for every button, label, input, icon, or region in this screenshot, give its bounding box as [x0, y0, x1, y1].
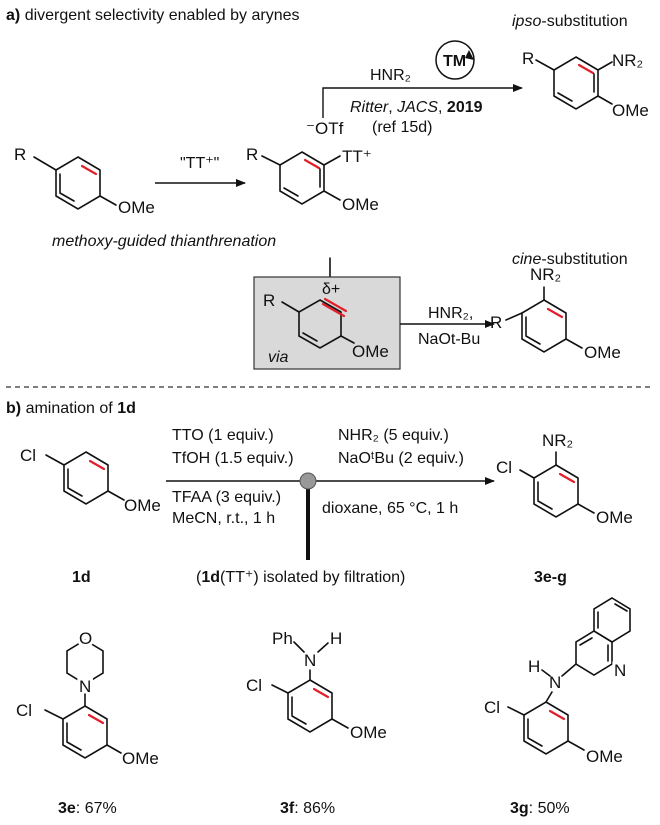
reagent-mecn: MeCN, r.t., 1 h [172, 510, 275, 527]
reagent-dioxane: dioxane, 65 °C, 1 h [322, 500, 458, 517]
aryne-molecule: R δ+ OMe via [263, 281, 389, 366]
ritter-citation: Ritter, JACS, 2019 [350, 99, 483, 116]
cl-label: Cl [496, 458, 512, 477]
product-3e-molecule: O N Cl OMe [16, 626, 159, 768]
cine-product-molecule: NR₂ R OMe [490, 265, 621, 362]
otf-counterion: ⁻OTf [306, 119, 344, 138]
aryl-thianthrenium-molecule: R TT⁺ OMe ⁻OTf [246, 119, 379, 214]
ome-label: OMe [124, 496, 161, 515]
tt-plus-label: TT⁺ [342, 147, 372, 166]
ome-label: OMe [586, 747, 623, 766]
product-3e-yield: 3e: 67% [58, 800, 117, 817]
isolated-caption: (1d(TT⁺) isolated by filtration) [196, 569, 405, 586]
anisole-molecule: R OMe [14, 145, 155, 217]
product-3eg-label: 3e-g [534, 569, 567, 586]
reagent-tto: TTO (1 equiv.) [172, 427, 274, 444]
aryne-intermediate-box [253, 276, 401, 370]
product-3f-molecule: Ph N H Cl OMe [246, 629, 387, 742]
ipso-product-molecule: R NR₂ OMe [522, 49, 649, 120]
r-group-label: R [263, 291, 275, 310]
h-label: H [528, 657, 540, 676]
methoxy-guided-caption: methoxy-guided thianthrenation [52, 233, 276, 250]
ome-label: OMe [612, 101, 649, 120]
r-group-label: R [246, 145, 258, 164]
product-3g-molecule: N N H Cl OMe [484, 597, 631, 766]
ome-label: OMe [352, 342, 389, 361]
tm-label: TM [443, 53, 466, 70]
reagent-tfaa: TFAA (3 equiv.) [172, 489, 281, 506]
n-label: N [79, 677, 91, 696]
ome-label: OMe [584, 343, 621, 362]
h-label: H [330, 629, 342, 648]
via-label: via [268, 349, 289, 366]
section-b-heading: b) amination of 1d [6, 400, 136, 417]
nr2-label: NR₂ [612, 51, 643, 70]
hnr2-reagent: HNR₂, [428, 305, 473, 322]
cl-label: Cl [484, 698, 500, 717]
r-group-label: R [522, 49, 534, 68]
ome-label: OMe [122, 749, 159, 768]
product-3g-yield: 3g: 50% [510, 800, 570, 817]
base-reagent: NaOt-Bu [418, 331, 480, 348]
ipso-heading: ipso-substitution [512, 13, 628, 30]
cl-label: Cl [16, 701, 32, 720]
tt-reagent: "TT⁺" [180, 155, 219, 172]
delta-plus-label: δ+ [322, 281, 340, 298]
ome-label: OMe [118, 198, 155, 217]
isolation-node [299, 472, 317, 490]
ref-citation: (ref 15d) [372, 119, 432, 136]
reagent-nhr2: NHR₂ (5 equiv.) [338, 427, 449, 444]
compound-1d-label: 1d [72, 569, 91, 586]
r-group-label: R [14, 145, 26, 164]
o-label: O [79, 629, 92, 648]
ph-label: Ph [272, 629, 293, 648]
ome-label: OMe [596, 508, 633, 527]
cl-label: Cl [246, 676, 262, 695]
n-label: N [304, 651, 316, 670]
r-group-label: R [490, 313, 502, 332]
reagent-tfoh: TfOH (1.5 equiv.) [172, 450, 294, 467]
hnr2-reagent: HNR₂ [370, 67, 411, 84]
cl-label: Cl [20, 446, 36, 465]
nr2-label: NR₂ [530, 265, 561, 284]
compound-1d-molecule: Cl OMe [20, 446, 161, 515]
reagent-naotbu: NaOᵗBu (2 equiv.) [338, 450, 464, 467]
ome-label: OMe [342, 195, 379, 214]
nr2-label: NR₂ [542, 431, 573, 450]
section-a-heading: a) divergent selectivity enabled by aryn… [6, 7, 300, 24]
quinoline-n-label: N [614, 661, 626, 680]
product-3eg-molecule: NR₂ Cl OMe [496, 431, 633, 527]
ome-label: OMe [350, 723, 387, 742]
n-label: N [549, 673, 561, 692]
ipso-arrow [322, 84, 523, 118]
product-3f-yield: 3f: 86% [280, 800, 335, 817]
cine-heading: cine-substitution [512, 251, 628, 268]
tm-catalytic-cycle: TM [435, 40, 475, 80]
